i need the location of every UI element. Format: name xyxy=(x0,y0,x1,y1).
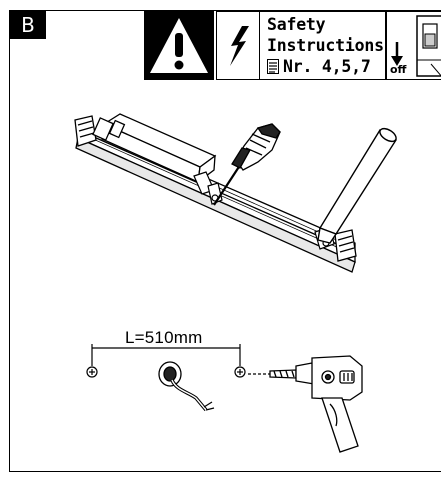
document-icon xyxy=(267,58,279,79)
safety-header: Safety Instructions Nr. 4,5,7 xyxy=(144,11,441,80)
drill-icon xyxy=(248,355,363,453)
measurement-label: L=510mm xyxy=(125,328,203,347)
measurement-guide xyxy=(91,344,241,366)
driver-box xyxy=(92,113,217,184)
cable-icon xyxy=(158,361,215,412)
screw-icon xyxy=(86,366,98,378)
panel-label: B xyxy=(10,11,46,39)
instruction-panel: B Safety Instructions xyxy=(9,10,441,472)
screw-icon xyxy=(234,366,246,378)
safety-title: Safety xyxy=(267,15,326,34)
screwdriver-icon xyxy=(213,123,281,206)
circuit-breaker: off xyxy=(386,11,441,80)
circuit-breaker-icon xyxy=(391,15,441,77)
switch-off-label: off xyxy=(390,63,407,76)
high-voltage-icon xyxy=(216,11,260,80)
safety-subtitle: Instructions xyxy=(267,36,384,55)
rod-tool-icon xyxy=(317,127,397,244)
safety-reference: Nr. 4,5,7 xyxy=(267,56,385,79)
warning-triangle-icon xyxy=(144,11,214,80)
safety-instructions: Safety Instructions Nr. 4,5,7 xyxy=(260,11,386,80)
safety-ref-text: Nr. 4,5,7 xyxy=(283,57,371,76)
